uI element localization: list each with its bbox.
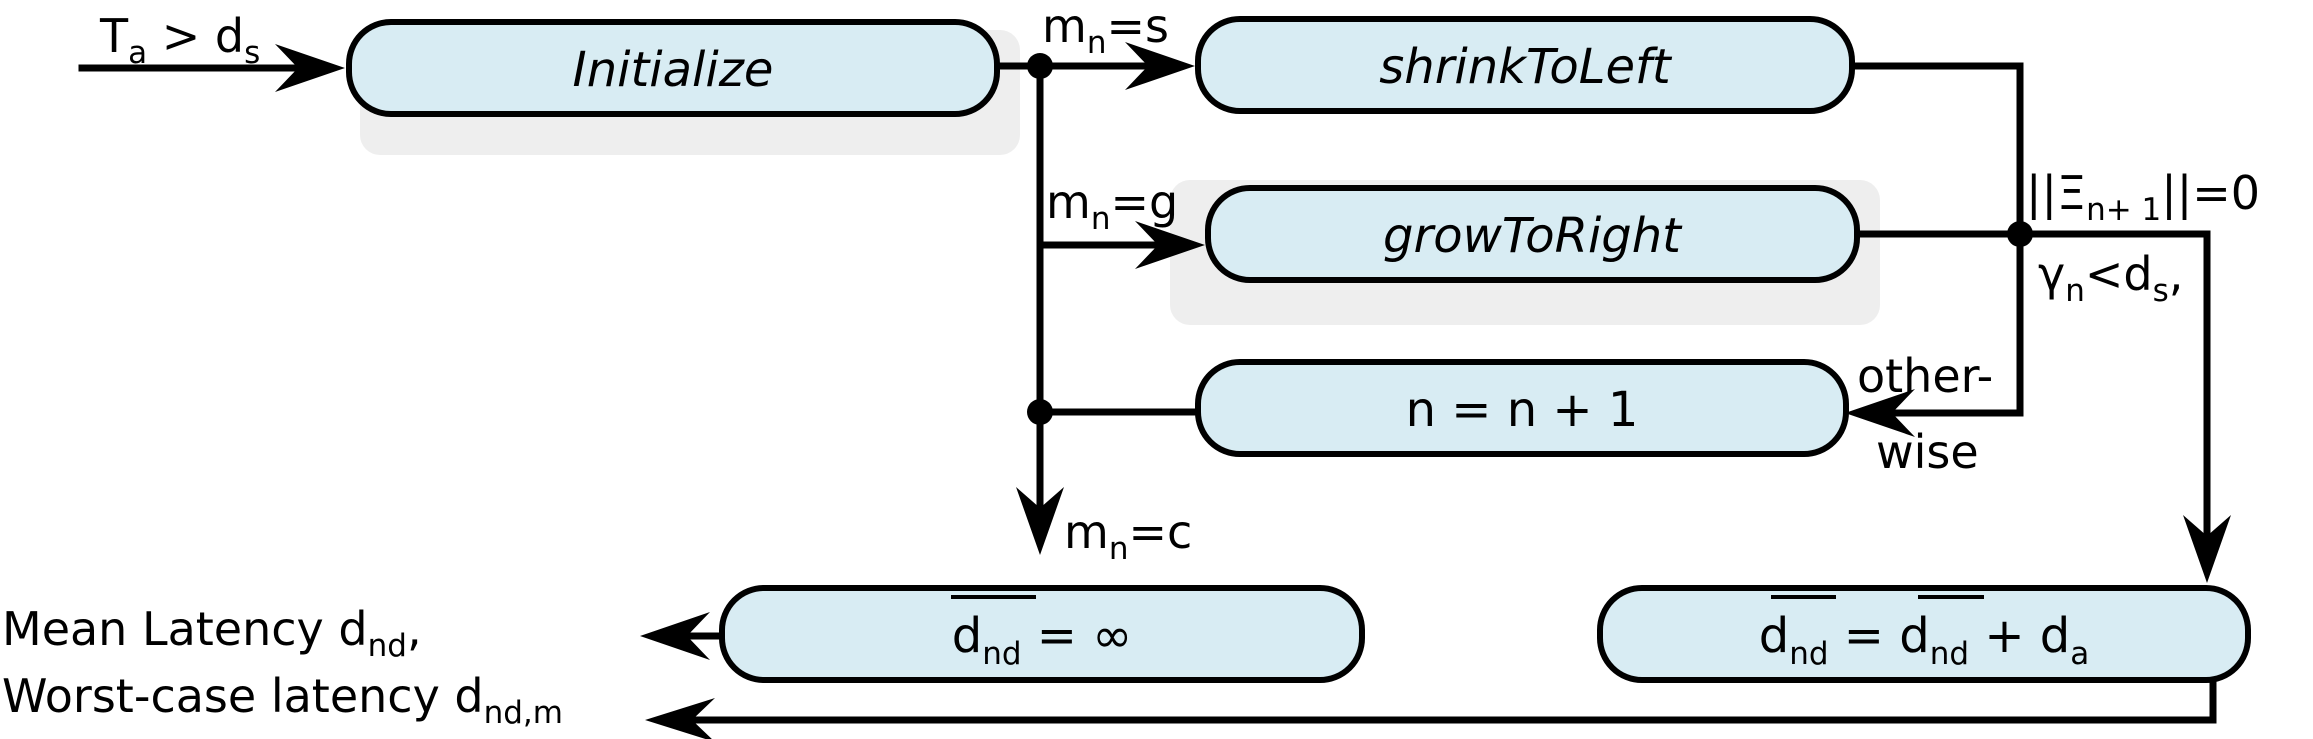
result-accumulate-sub1: nd — [1789, 636, 1828, 672]
result-infinite-d: d — [952, 608, 982, 664]
state-initialize: Initialize — [346, 19, 1000, 117]
input-condition-d-sub: s — [244, 35, 260, 71]
output-mean-sub: nd — [368, 628, 407, 664]
junction-dot-right — [2007, 221, 2033, 247]
result-accumulate-sub3: a — [2070, 636, 2089, 672]
output-mean-post: , — [407, 602, 422, 656]
arrowheads — [275, 42, 2231, 739]
edge-label-otherwise-line2: wise — [1876, 425, 1979, 479]
state-grow-label: growToRight — [1383, 208, 1683, 264]
edge-mg-rest: =g — [1110, 175, 1178, 229]
edge-mc-sub: n — [1109, 531, 1129, 567]
result-accumulate-plus: + d — [1969, 608, 2070, 664]
input-condition-label: Ta > ds — [99, 9, 260, 71]
worst-arrowhead — [645, 698, 715, 739]
edge-gamma-sub2: s — [2153, 273, 2169, 309]
result-accumulate-label: dnd = dnd + da — [1759, 608, 2090, 672]
otherwise-arrowhead — [1845, 389, 1915, 437]
edge-gamma-post: , — [2169, 247, 2184, 301]
input-condition-t: T — [99, 9, 129, 63]
edge-label-mg: mn=g — [1046, 175, 1178, 237]
result-infinite: dnd = ∞ — [719, 585, 1365, 683]
edge-gamma-g: γ — [2038, 247, 2065, 301]
edge-label-mc: mn=c — [1064, 505, 1192, 567]
junction-to-accumulate-wire — [2016, 230, 2211, 552]
state-increment-label: n = n + 1 — [1406, 382, 1639, 438]
result-infinite-rest: = ∞ — [1022, 608, 1133, 664]
edge-ms-rest: =s — [1106, 0, 1169, 53]
edge-xi-sub: n+ 1 — [2086, 192, 2161, 228]
output-worst-text: Worst-case latency d — [2, 669, 484, 723]
accumulate-arrowhead — [2183, 515, 2231, 583]
output-worst-sub: nd,m — [484, 695, 563, 731]
edge-label-otherwise-line1: other- — [1857, 349, 1993, 403]
edge-label-xi: ||Ξn+ 1||=0 — [2026, 166, 2260, 228]
edge-ms-m: m — [1042, 0, 1087, 53]
mc-arrowhead — [1016, 487, 1064, 555]
output-worst-latency: Worst-case latency dnd,m — [2, 669, 563, 731]
mean-arrowhead — [640, 612, 710, 660]
output-mean-text: Mean Latency d — [2, 602, 368, 656]
shrink-output-wire — [1848, 62, 2024, 238]
edge-label-ms: mn=s — [1042, 0, 1169, 61]
grow-arrowhead — [1135, 221, 1205, 269]
accumulate-to-worst-wire — [686, 678, 2217, 724]
edge-gamma-mid: <d — [2085, 247, 2153, 301]
edge-mc-m: m — [1064, 505, 1109, 559]
result-accumulate-d1: d — [1759, 608, 1789, 664]
state-increment: n = n + 1 — [1195, 359, 1849, 457]
state-shrink-to-left: shrinkToLeft — [1195, 16, 1855, 114]
shrink-arrowhead — [1125, 42, 1195, 90]
junction-dot-increment — [1027, 399, 1053, 425]
result-accumulate-sub2: nd — [1930, 636, 1969, 672]
edge-gamma-sub: n — [2065, 273, 2085, 309]
junction-dot-top — [1027, 53, 1053, 79]
input-condition-op: > d — [147, 9, 244, 63]
edge-mc-rest: =c — [1128, 505, 1192, 559]
result-accumulate-mid: = — [1829, 608, 1900, 664]
output-mean-latency: Mean Latency dnd, — [2, 602, 422, 664]
input-arrowhead — [275, 44, 345, 92]
edge-mg-sub: n — [1091, 201, 1111, 237]
junction-dots — [1027, 53, 2033, 425]
otherwise-wire — [1876, 230, 2024, 417]
state-shrink-label: shrinkToLeft — [1379, 39, 1673, 95]
edge-xi-pre: ||Ξ — [2026, 166, 2086, 221]
edge-label-gamma: γn<ds, — [2038, 247, 2183, 309]
edge-ms-sub: n — [1087, 25, 1107, 61]
result-infinite-label: dnd = ∞ — [952, 608, 1133, 672]
result-accumulate: dnd = dnd + da — [1597, 585, 2251, 683]
result-accumulate-d2: d — [1899, 608, 1929, 664]
state-grow-to-right: growToRight — [1205, 185, 1860, 283]
edge-xi-post: ||=0 — [2161, 166, 2260, 221]
result-infinite-sub: nd — [982, 636, 1021, 672]
edge-mg-m: m — [1046, 175, 1091, 229]
state-initialize-label: Initialize — [573, 42, 774, 98]
input-condition-t-sub: a — [128, 35, 147, 71]
